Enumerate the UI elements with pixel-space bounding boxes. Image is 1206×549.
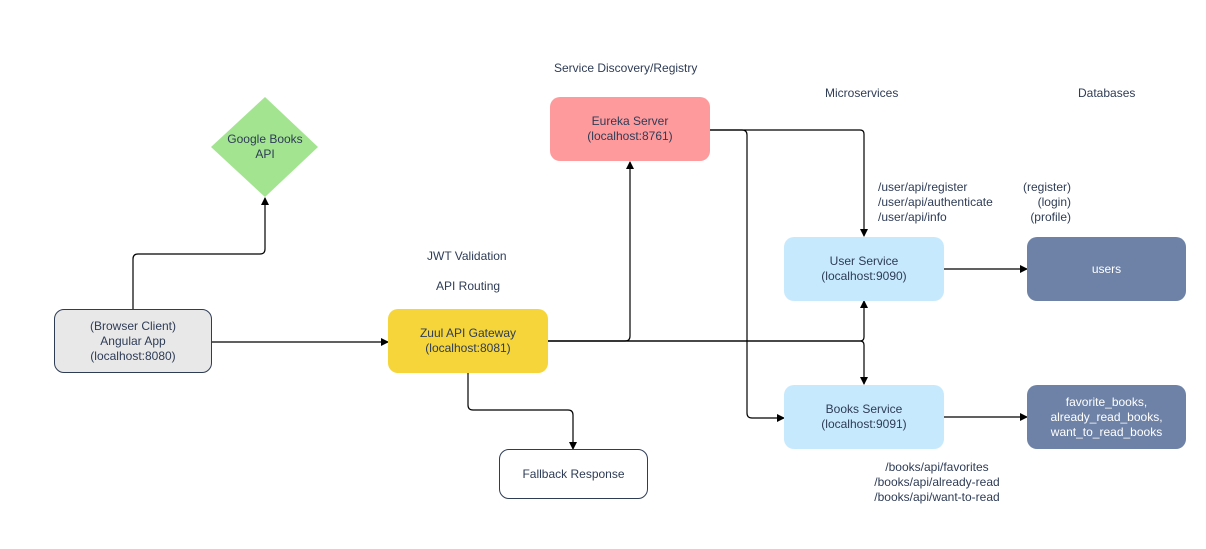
google-books-diamond bbox=[211, 97, 318, 197]
header-databases: Databases bbox=[1078, 86, 1136, 100]
books-service-label-line-1: Books Service bbox=[825, 402, 903, 416]
user-endpoint-authenticate: /user/api/authenticate bbox=[878, 195, 993, 209]
google-books-label-line-1: Google Books bbox=[227, 132, 303, 146]
books-service-label-line-2: (localhost:9091) bbox=[821, 417, 907, 431]
header-microservices: Microservices bbox=[825, 86, 899, 100]
user-endpoint-paths: /user/api/register /user/api/authenticat… bbox=[878, 180, 993, 225]
fallback-response-node: Fallback Response bbox=[499, 449, 648, 499]
user-endpoint-register: /user/api/register bbox=[878, 180, 968, 194]
gateway-label-line-1: Zuul API Gateway bbox=[419, 326, 517, 340]
books-db-label-line-2: already_read_books, bbox=[1050, 409, 1163, 424]
edge-gateway-to-fallback bbox=[467, 373, 577, 450]
user-service-label-line-1: User Service bbox=[829, 254, 899, 268]
books-database-node: favorite_books, already_read_books, want… bbox=[1027, 385, 1186, 449]
books-endpoint-want-to-read: /books/api/want-to-read bbox=[874, 490, 1000, 504]
books-endpoint-favorites: /books/api/favorites bbox=[885, 460, 989, 474]
edge-eureka-to-user-service bbox=[710, 129, 868, 237]
note-api-routing: API Routing bbox=[436, 279, 501, 293]
eureka-label-line-2: (localhost:8761) bbox=[587, 129, 673, 143]
eureka-label-line-1: Eureka Server bbox=[591, 114, 669, 128]
edge-gateway-to-user-service bbox=[548, 300, 868, 342]
edge-gateway-to-books-service bbox=[548, 340, 868, 385]
user-endpoint-note-login: (login) bbox=[1037, 195, 1071, 209]
browser-label-line-1: (Browser Client) bbox=[89, 318, 176, 333]
browser-label-line-2: Angular App bbox=[100, 333, 166, 348]
user-service-node: User Service (localhost:9090) bbox=[784, 237, 944, 301]
zuul-gateway-node: Zuul API Gateway (localhost:8081) bbox=[388, 309, 548, 373]
eureka-server-node: Eureka Server (localhost:8761) bbox=[550, 97, 710, 161]
users-database-node: users bbox=[1027, 237, 1186, 301]
google-books-label-line-2: API bbox=[255, 147, 275, 161]
user-endpoint-note-profile: (profile) bbox=[1030, 210, 1071, 224]
browser-label-line-3: (localhost:8080) bbox=[90, 348, 176, 363]
user-endpoint-note-register: (register) bbox=[1022, 180, 1071, 194]
browser-client-node: (Browser Client) Angular App (localhost:… bbox=[54, 309, 212, 373]
users-db-label: users bbox=[1091, 261, 1122, 276]
books-endpoint-already-read: /books/api/already-read bbox=[874, 475, 1000, 489]
books-endpoint-paths: /books/api/favorites /books/api/already-… bbox=[860, 460, 1014, 505]
user-service-label-line-2: (localhost:9090) bbox=[821, 269, 907, 283]
books-db-label-line-3: want_to_read_books bbox=[1050, 424, 1163, 439]
gateway-label-line-2: (localhost:8081) bbox=[425, 341, 511, 355]
edge-gateway-to-eureka bbox=[548, 161, 634, 342]
note-jwt-validation: JWT Validation bbox=[427, 249, 507, 263]
user-endpoint-notes: (register) (login) (profile) bbox=[1000, 180, 1071, 225]
google-books-api-node: Google Books API bbox=[215, 127, 315, 167]
fallback-label: Fallback Response bbox=[522, 466, 625, 481]
header-service-discovery: Service Discovery/Registry bbox=[554, 61, 698, 75]
user-endpoint-info: /user/api/info bbox=[878, 210, 947, 224]
books-service-node: Books Service (localhost:9091) bbox=[784, 385, 944, 449]
edge-eureka-to-books-service bbox=[710, 129, 785, 422]
edge-browser-to-google-books bbox=[132, 197, 269, 309]
books-db-label-line-1: favorite_books, bbox=[1065, 394, 1148, 409]
